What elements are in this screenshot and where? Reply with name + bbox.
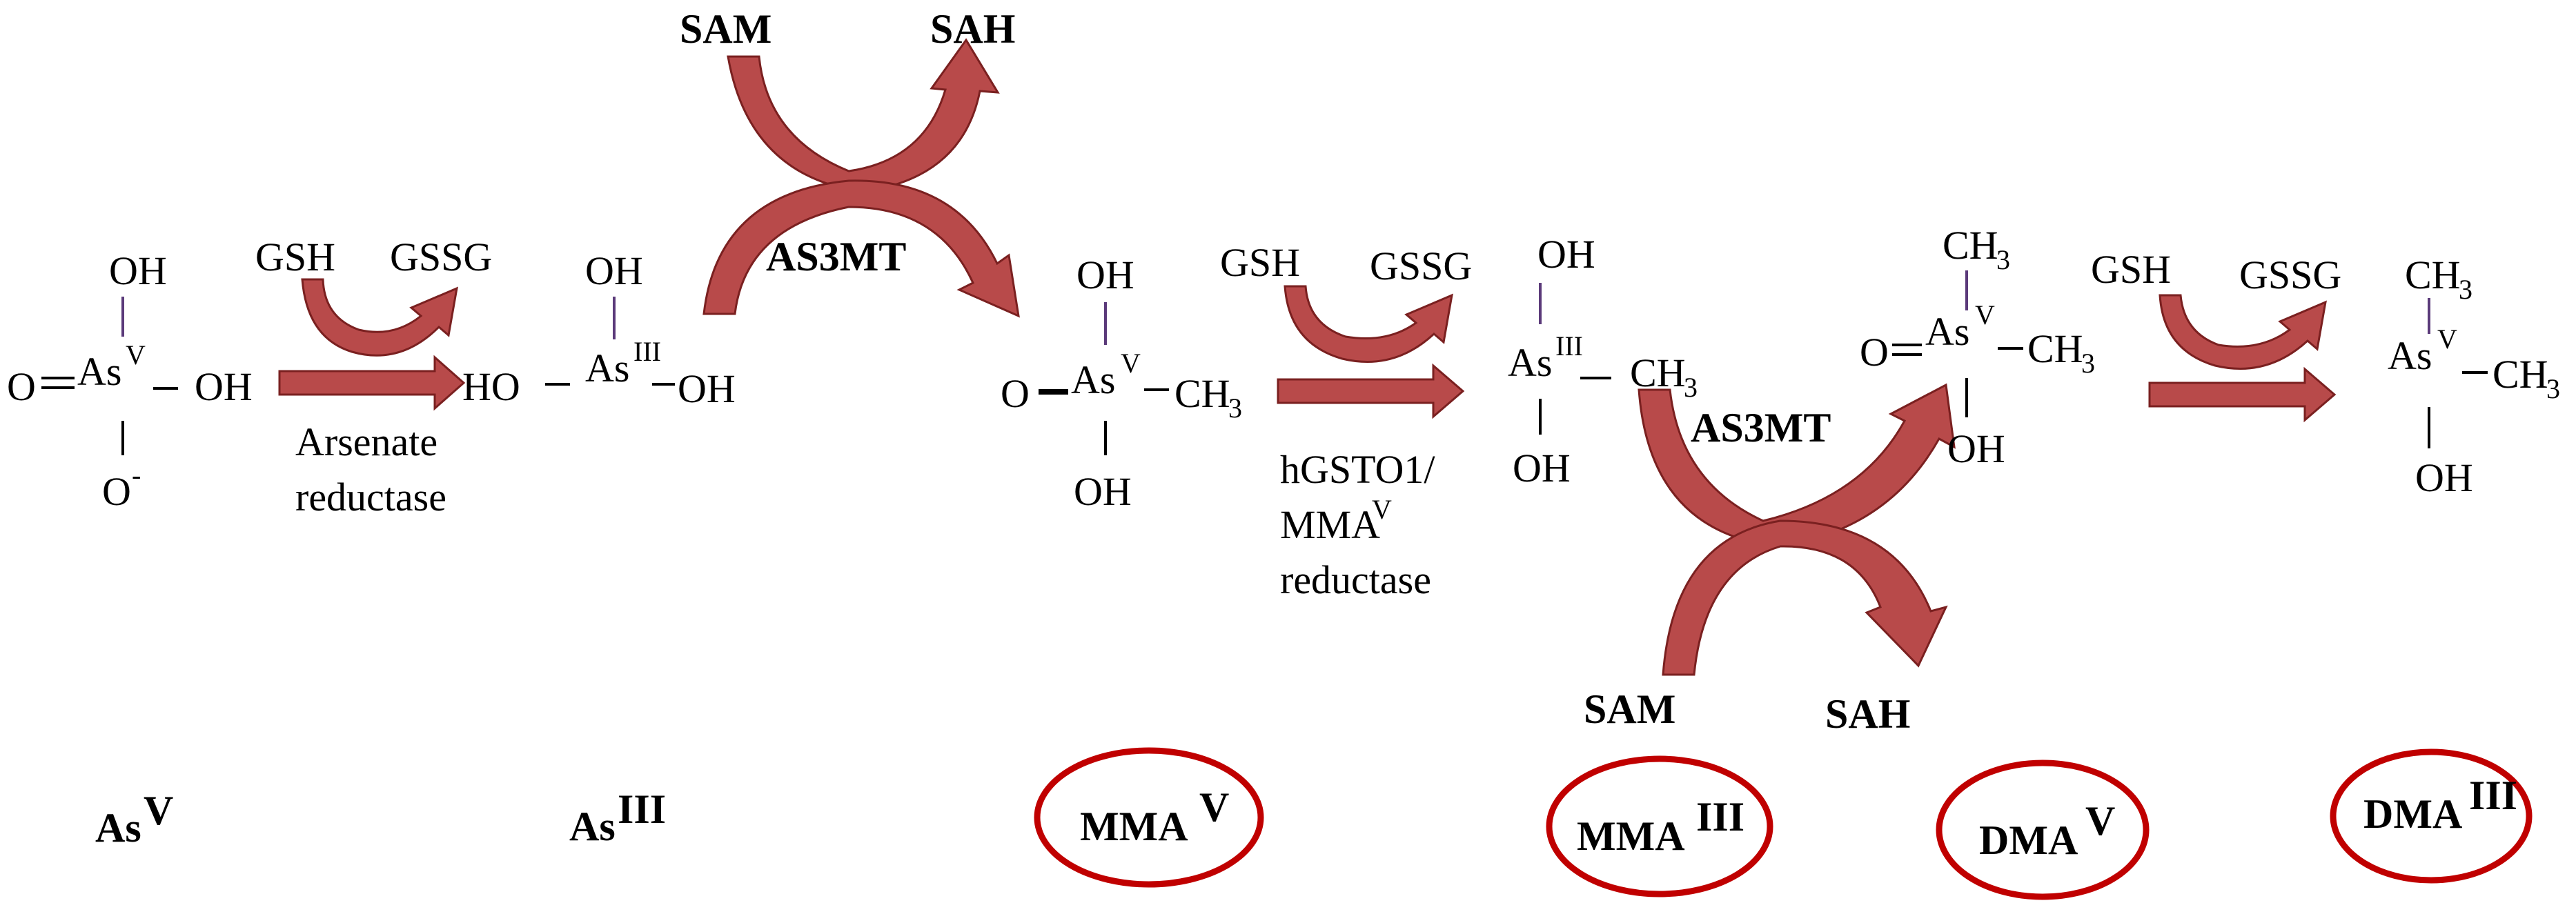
oh-bottom: OH [2415,455,2473,500]
ellipse-mmav [1034,747,1264,888]
oh-right: OH [678,366,736,411]
reduction-arrow-2 [1277,363,1465,419]
o-left: O [1001,371,1030,416]
as-oxidation-state: V [126,339,146,370]
as-oxidation-state: III [633,336,661,367]
arsenate-reductase-line2: reductase [295,475,446,519]
sam-label-top: SAM [680,6,771,52]
ch3-right-ch: CH [2493,352,2548,397]
ellipse-dmav [1936,760,2150,900]
step2-methylation: SAM SAH AS3MT [680,6,1020,318]
gsh-label-1: GSH [255,235,335,279]
species-name-mmav: MMA [1080,804,1188,849]
arsenate-structure: OH O As V OH O - [7,248,253,514]
species-name-asv: As [95,805,141,851]
ho-left: HO [462,364,520,409]
step1-reduction: GSH GSSG Arsenate reductase [255,235,492,519]
ch3-right-ch: CH [1174,371,1230,416]
ch3-right-3: 3 [1684,372,1698,403]
oh-bottom: OH [1947,426,2005,471]
species-labels: As V As III MMA V MMA III DMA V DMA III [95,747,2533,900]
mmav-structure: OH O As V CH 3 OH [1001,252,1242,514]
charge-minus: - [132,459,141,490]
hgsto1-line2-sup: V [1372,494,1392,525]
gsh-gssg-curved-arrow-3 [2159,294,2327,370]
as-atom: As [77,349,121,394]
species-sup-dmav: V [2085,798,2115,844]
substrate-to-product-curved-arrow-bottom [1638,383,1956,548]
gsh-gssg-curved-arrow-2 [1284,285,1453,363]
as-atom: As [1071,357,1115,402]
sah-label-top: SAH [930,6,1015,52]
oh-top: OH [1537,232,1595,277]
ch3-top-ch: CH [1943,223,1998,268]
species-sup-dmaiii: III [2469,773,2517,818]
substrate-to-product-curved-arrow-top [702,179,1020,318]
as-oxidation-state: V [1975,299,1995,330]
hgsto1-line1: hGSTO1/ [1280,447,1435,492]
as-oxidation-state: V [2437,324,2457,355]
ch3-top-3: 3 [1996,244,2010,275]
species-name-dmaiii: DMA [2363,791,2462,837]
oh-top: OH [109,248,167,293]
oh-right: OH [195,364,253,409]
ch3-top-ch: CH [2405,252,2461,297]
ch3-right-3: 3 [1228,393,1242,424]
ch3-right-ch: CH [1630,350,1686,395]
ch3-right-3: 3 [2546,373,2560,404]
sam-to-sah-curved-arrow-top [727,38,1000,193]
sam-label-bottom: SAM [1584,686,1675,732]
as-atom: As [2388,333,2432,378]
hgsto1-line3: reductase [1280,557,1431,602]
o-left: O [1860,330,1889,375]
oh-bottom: OH [1074,469,1132,514]
step5-reduction: GSH GSSG [2091,247,2341,423]
arsenite-structure: OH HO As III OH [462,248,736,411]
o-left: O [7,364,36,409]
ellipse-mmaiii [1546,755,1773,897]
ch3-top-3: 3 [2459,274,2472,305]
dmav-structure: CH 3 O As V CH 3 OH [1860,223,2095,471]
as-atom: As [1508,340,1552,385]
gsh-label-2: GSH [1220,240,1300,285]
as-oxidation-state: V [1121,348,1141,379]
as3mt-label-top: AS3MT [766,234,906,279]
o-bottom: O [102,469,131,514]
as-atom: As [1925,309,1969,354]
ellipse-dmaiii [2330,748,2533,884]
oh-top: OH [1076,252,1134,297]
reduction-arrow-1 [278,355,466,411]
gssg-label-2: GSSG [1370,244,1472,288]
species-name-dmav: DMA [1979,817,2078,863]
hgsto1-line2: MMA [1280,502,1380,547]
gsh-gssg-curved-arrow-1 [301,278,458,357]
gssg-label-1: GSSG [390,235,492,279]
ch3-right-3: 3 [2081,348,2095,379]
species-sup-mmaiii: III [1696,794,1744,840]
as-oxidation-state: III [1555,330,1583,361]
species-sup-asiii: III [618,786,666,832]
reduction-arrow-3 [2148,366,2337,423]
as-atom: As [585,346,629,390]
sam-to-sah-curved-arrow-bottom [1662,519,1948,676]
as3mt-label-bottom: AS3MT [1691,405,1831,450]
species-sup-mmav: V [1199,784,1229,830]
oh-bottom: OH [1513,446,1571,490]
gssg-label-3: GSSG [2239,252,2341,297]
species-name-asiii: As [569,804,616,849]
sah-label-bottom: SAH [1825,691,1910,737]
mmaiii-structure: OH As III CH 3 OH [1508,232,1698,490]
dmaiii-structure: CH 3 As V CH 3 OH [2388,252,2560,500]
step4-methylation: AS3MT SAM SAH [1584,383,1956,737]
species-sup-asv: V [144,788,173,833]
ch3-right-ch: CH [2027,326,2083,371]
arsenate-reductase-line1: Arsenate [295,419,437,464]
gsh-label-3: GSH [2091,247,2171,292]
oh-top: OH [585,248,643,293]
species-name-mmaiii: MMA [1577,813,1685,859]
step3-reduction: GSH GSSG hGSTO1/ MMA V reductase [1220,240,1472,602]
